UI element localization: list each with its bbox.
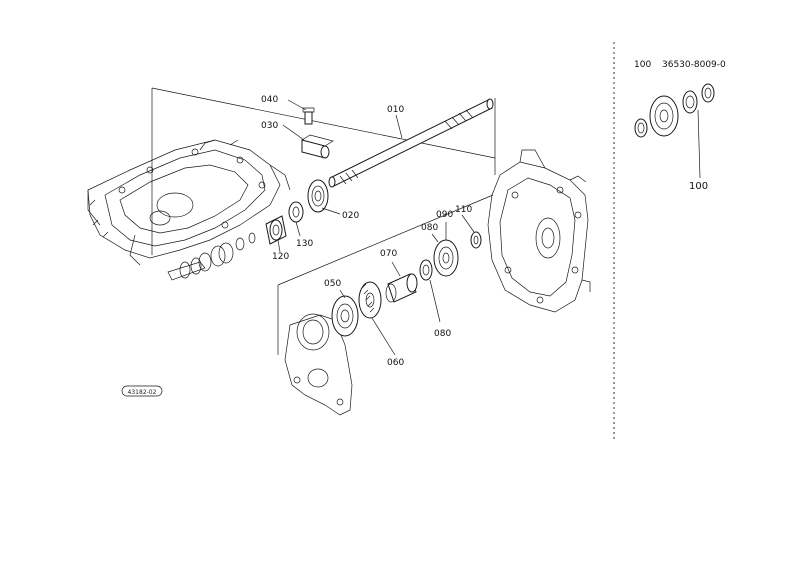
- sleeve-070: [385, 273, 418, 303]
- kit-panel: 100 36530-8009-0 100: [634, 60, 726, 192]
- washer-080: [419, 259, 433, 281]
- callout-100: 100: [689, 181, 708, 192]
- clutch-housing: [487, 149, 591, 313]
- kit-circlip: [701, 83, 715, 103]
- gearbox-housing: [87, 139, 291, 266]
- callout-120: 120: [272, 252, 289, 262]
- bearing-090: [433, 239, 459, 277]
- leader-bracket-upper: [151, 87, 496, 255]
- callout-030: 030: [261, 121, 278, 131]
- bearing-050: [331, 295, 359, 337]
- callout-050: 050: [324, 279, 341, 289]
- callout-110: 110: [455, 205, 472, 215]
- callout-090: 090: [436, 210, 453, 220]
- callout-070: 070: [380, 249, 397, 259]
- callout-060: 060: [387, 358, 404, 368]
- kit-bearing: [649, 95, 679, 137]
- gear-060: [358, 281, 382, 319]
- bearing-020: [307, 179, 329, 213]
- callout-020: 020: [342, 211, 359, 221]
- kit-item-number: 100: [634, 60, 651, 70]
- bolt-040: [302, 107, 315, 125]
- main-shaft-010: [328, 98, 494, 188]
- kit-part-number: 36530-8009-0: [662, 60, 726, 70]
- callout-010: 010: [387, 105, 404, 115]
- callout-130: 130: [296, 239, 313, 249]
- needle-bearing-120: [265, 215, 287, 245]
- kit-leader-line: [697, 109, 701, 179]
- circlip-110: [470, 231, 482, 249]
- kit-sleeve: [682, 90, 698, 114]
- leader-lines: [277, 99, 475, 356]
- input-shaft-end-parts: [167, 232, 256, 281]
- bracket-030: [301, 134, 334, 159]
- callout-040: 040: [261, 95, 278, 105]
- reference-stamp: 43182-02: [121, 385, 163, 397]
- stamp-text: 43182-02: [128, 389, 157, 396]
- callout-080-lower: 080: [434, 329, 451, 339]
- leader-bracket-lower: [277, 194, 494, 355]
- kit-washer: [634, 118, 648, 138]
- callout-080-upper: 080: [421, 223, 438, 233]
- sleeve-130: [288, 201, 304, 223]
